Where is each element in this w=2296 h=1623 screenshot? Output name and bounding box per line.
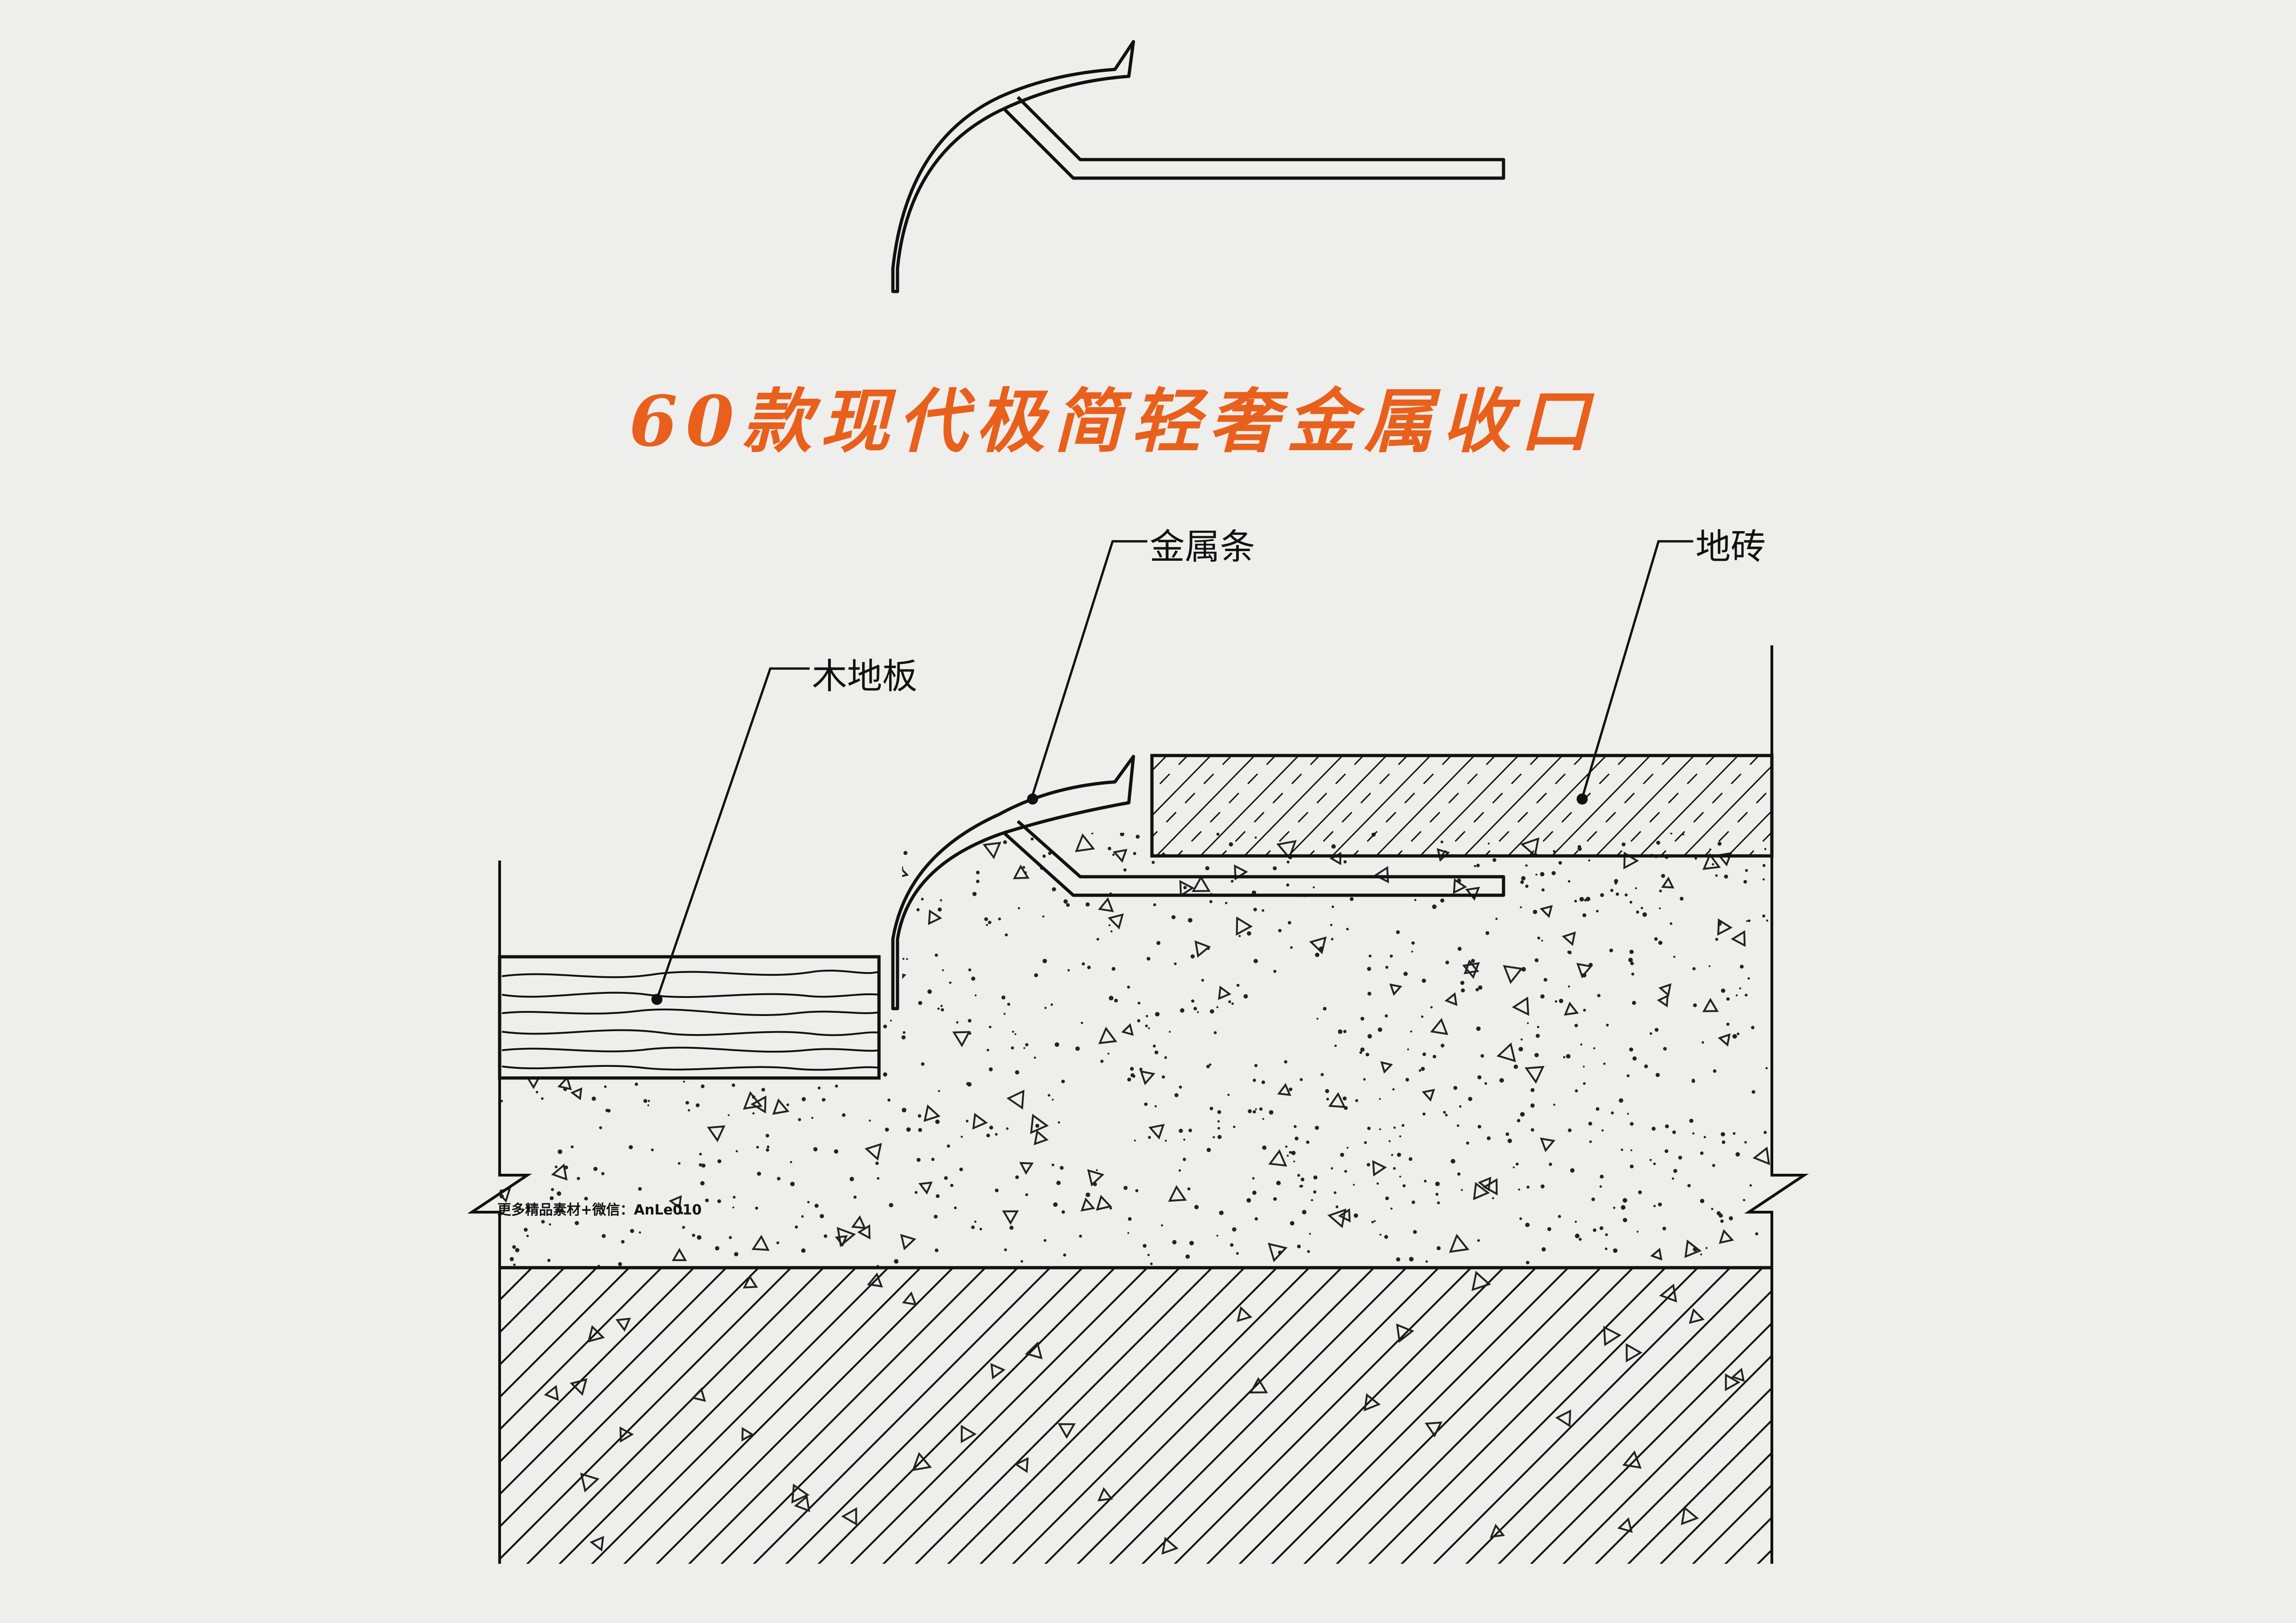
label-floor-tile: 地砖 bbox=[1696, 526, 1766, 567]
watermark-text: 更多精品素材+微信：AnLe010 bbox=[497, 1202, 702, 1218]
wood-floor bbox=[498, 955, 881, 1080]
floor-tile bbox=[1150, 754, 1774, 858]
page-title: 60款现代极简轻奢金属收口 bbox=[629, 381, 1597, 462]
label-metal-strip: 金属条 bbox=[1150, 526, 1255, 567]
label-wood-floor: 木地板 bbox=[812, 656, 917, 697]
boundary-lines bbox=[467, 645, 1809, 1564]
leader-dots bbox=[651, 793, 1588, 1005]
screed-layer bbox=[500, 833, 1770, 1268]
metal-strip-section bbox=[891, 755, 1505, 1010]
concrete-slab bbox=[500, 1268, 1772, 1564]
leader-lines bbox=[656, 540, 1693, 1000]
profile-top bbox=[891, 40, 1505, 293]
